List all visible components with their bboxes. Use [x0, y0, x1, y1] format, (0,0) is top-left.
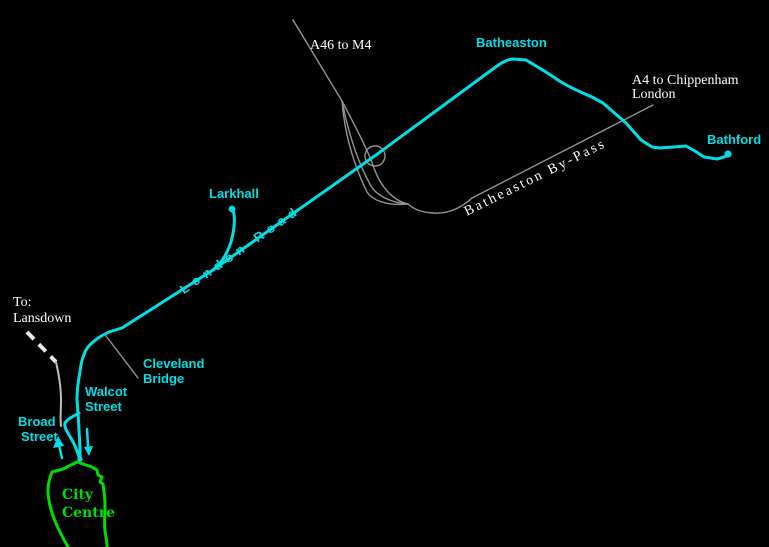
main-route-road — [75, 57, 730, 460]
label-city-centre-line2: Centre — [62, 505, 115, 521]
batheaston-bypass-road — [407, 104, 654, 214]
walcot-street-down-arrow — [84, 427, 93, 456]
label-a4-destination-line2: London — [632, 87, 676, 102]
broad-street-link-road — [63, 411, 82, 461]
label-broad-street-line2: Street — [21, 429, 59, 444]
lansdown-road-dashed — [25, 330, 58, 364]
label-walcot-street-line2: Street — [85, 399, 123, 414]
label-batheaston-bypass: Batheaston By-Pass — [462, 136, 609, 219]
label-london-road: London Road — [177, 202, 304, 297]
larkhall-spur-road — [211, 209, 236, 272]
interchange-slip-road-middle — [341, 100, 409, 205]
label-a46-destination: A46 to M4 — [310, 38, 371, 53]
interchange-roundabout — [364, 145, 386, 167]
route-end-dot — [77, 456, 83, 462]
label-lansdown-line1: To: — [13, 295, 31, 310]
label-batheaston: Batheaston — [476, 35, 547, 50]
label-cleveland-bridge-line1: Cleveland — [143, 356, 204, 371]
a46-link-road — [292, 19, 343, 102]
label-a4-destination-line1: A4 to Chippenham — [632, 73, 739, 88]
label-larkhall: Larkhall — [209, 186, 259, 201]
label-lansdown-line2: Lansdown — [13, 311, 71, 326]
label-walcot-street-line1: Walcot — [85, 384, 128, 399]
bathford-endpoint-dot — [724, 150, 732, 158]
broad-street-up-arrow — [53, 436, 64, 460]
cleveland-bridge-pointer-line — [105, 335, 139, 379]
lansdown-road — [55, 361, 63, 427]
label-broad-street-line1: Broad — [18, 414, 56, 429]
interchange-slip-road-left — [341, 100, 409, 206]
label-cleveland-bridge-line2: Bridge — [143, 371, 184, 386]
interchange-slip-road-right — [341, 100, 409, 205]
label-bathford: Bathford — [707, 132, 761, 147]
larkhall-endpoint-dot — [228, 205, 236, 213]
label-city-centre-line1: City — [62, 487, 94, 503]
city-centre-boundary — [46, 460, 109, 547]
